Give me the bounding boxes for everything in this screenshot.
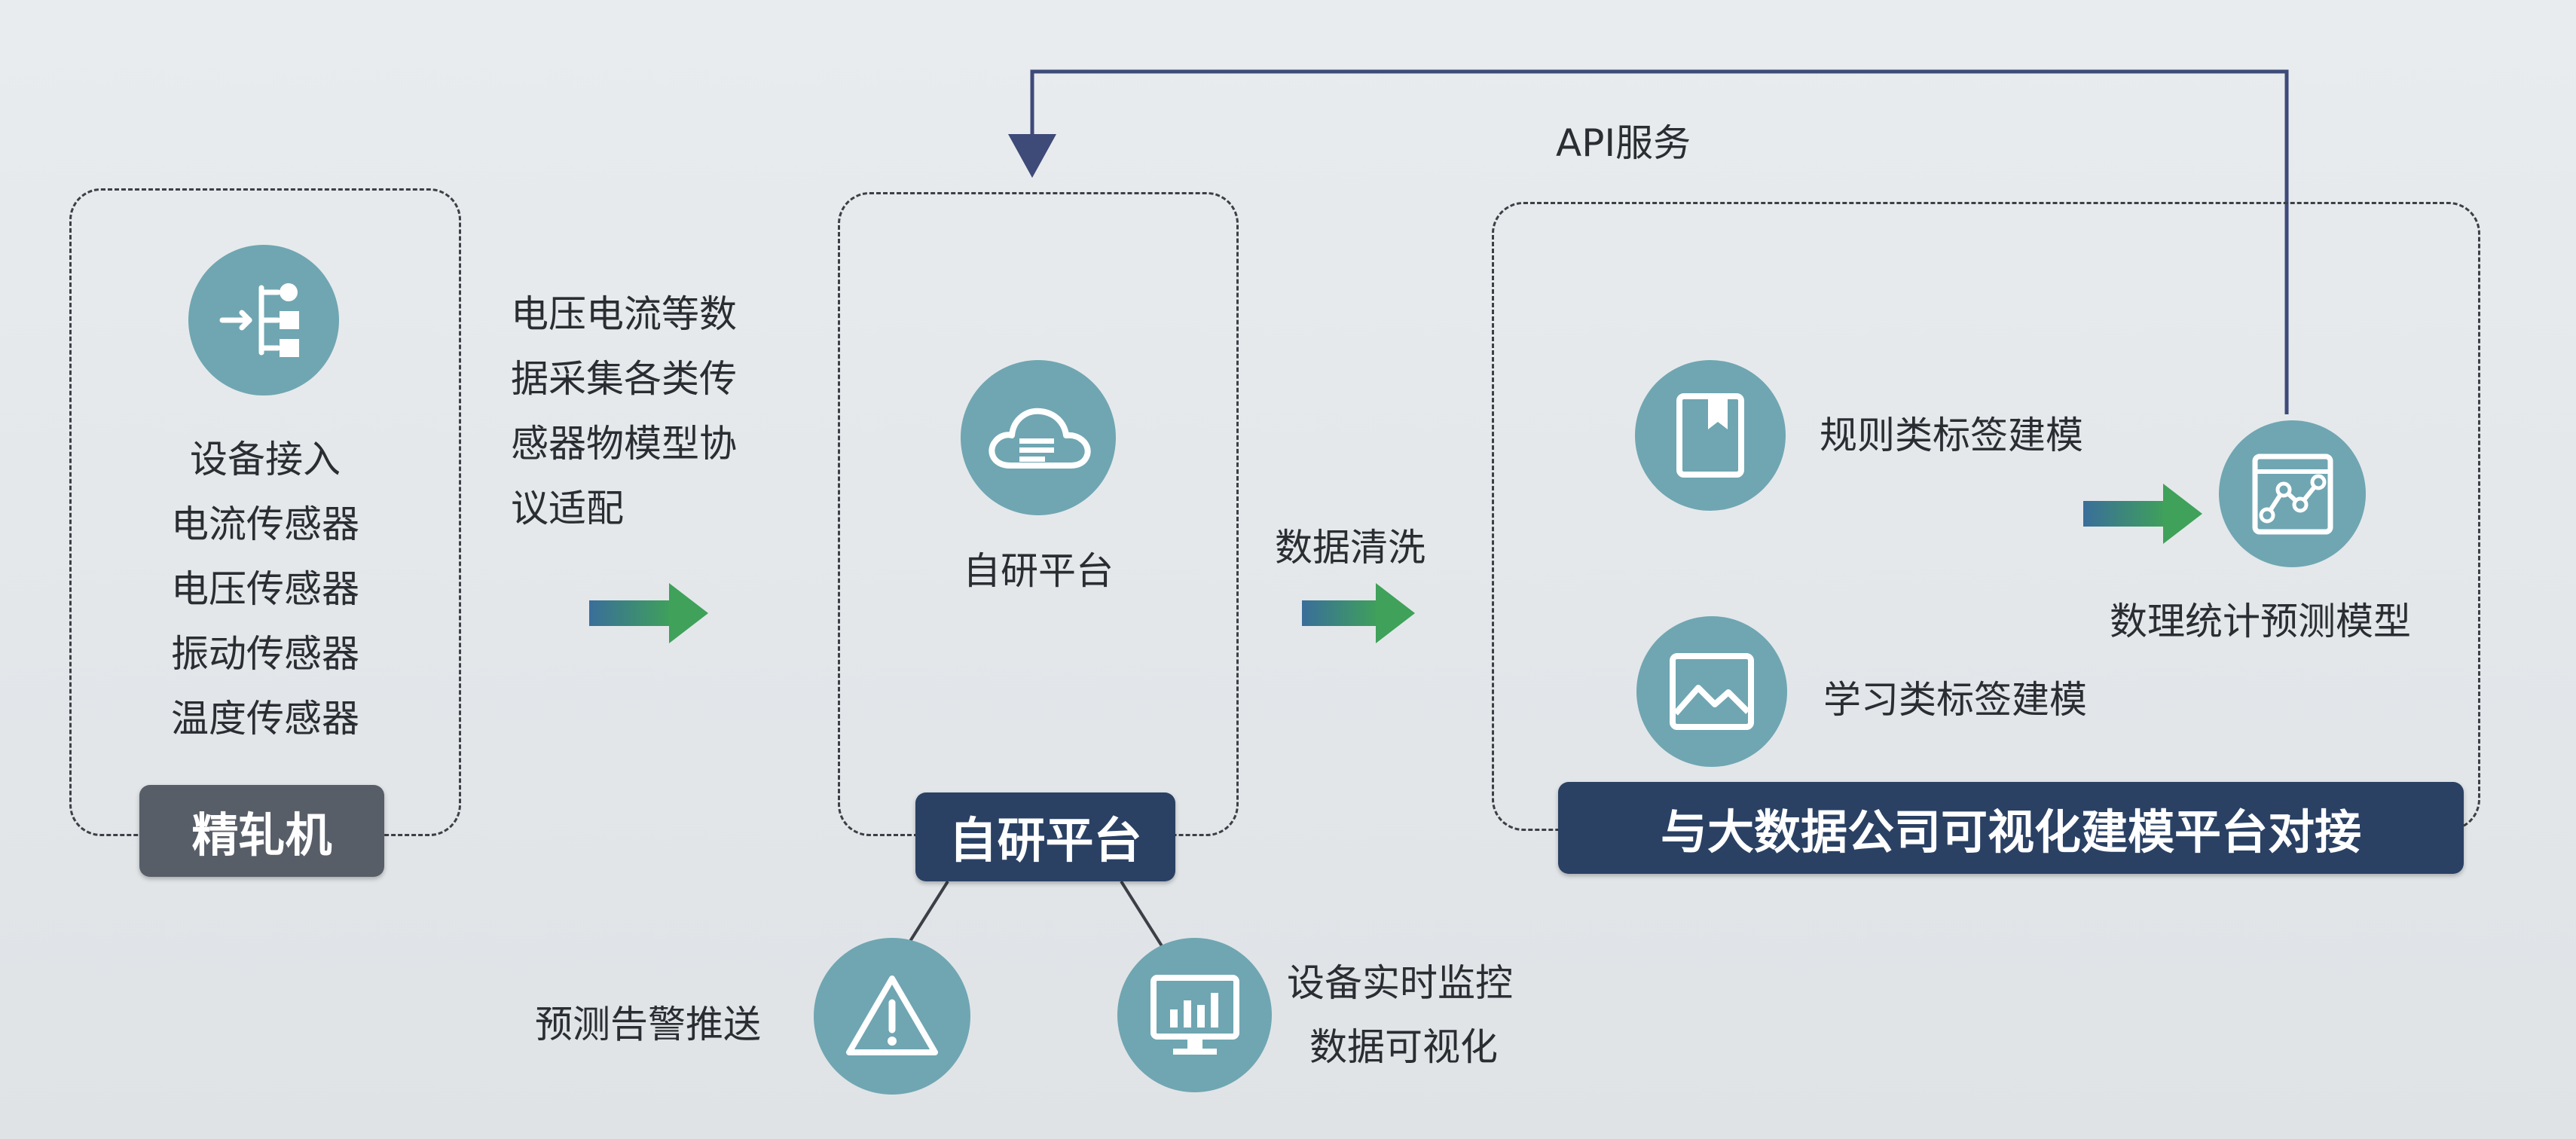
device-access-icon xyxy=(219,283,299,357)
prediction-model-label: 数理统计预测模型 xyxy=(2110,600,2411,643)
learning-modeling-icon-circle xyxy=(1636,616,1787,767)
left-badge-finishing-mill: 精轧机 xyxy=(139,785,384,877)
rule-modeling-icon-circle xyxy=(1635,360,1786,511)
warning-icon xyxy=(846,976,938,1055)
left-item-device-access: 设备接入 xyxy=(190,438,341,481)
collection-description: 电压电流等数 据采集各类传 感器物模型协 议适配 xyxy=(511,292,737,530)
monitor-icon xyxy=(1150,974,1239,1055)
flow-arrow-clean xyxy=(1302,583,1415,643)
monitor-icon-circle xyxy=(1117,938,1272,1092)
rule-modeling-label: 规则类标签建模 xyxy=(1820,414,2083,457)
alert-push-label: 预测告警推送 xyxy=(535,1003,761,1046)
prediction-model-icon-circle xyxy=(2219,420,2366,567)
model-chart-icon xyxy=(2252,453,2333,534)
data-cleaning-label: 数据清洗 xyxy=(1275,526,1426,570)
connector-alert xyxy=(903,880,949,952)
middle-badge-platform: 自研平台 xyxy=(915,792,1175,881)
image-icon xyxy=(1670,653,1754,730)
flow-arrow-model xyxy=(2083,484,2202,544)
left-item-temperature-sensor: 温度传感器 xyxy=(171,697,359,741)
monitor-label-line1: 设备实时监控 xyxy=(1287,961,1513,1005)
left-item-vibration-sensor: 振动传感器 xyxy=(171,632,359,676)
monitor-label-line2: 数据可视化 xyxy=(1309,1025,1498,1069)
connector-monitor xyxy=(1120,880,1166,952)
left-item-current-sensor: 电流传感器 xyxy=(171,502,359,546)
api-feedback-line xyxy=(1030,69,2289,414)
book-icon xyxy=(1676,393,1744,478)
flow-arrow-collect xyxy=(589,583,708,643)
api-feedback-arrowhead xyxy=(1008,134,1056,178)
cloud-icon-circle xyxy=(961,360,1116,515)
api-service-label: API服务 xyxy=(1556,121,1691,165)
device-access-icon-circle xyxy=(188,245,339,395)
middle-platform-label: 自研平台 xyxy=(963,549,1114,593)
alert-icon-circle xyxy=(814,938,970,1095)
learning-modeling-label: 学习类标签建模 xyxy=(1823,678,2087,722)
left-item-voltage-sensor: 电压传感器 xyxy=(171,567,359,611)
right-badge-bigdata-docking: 与大数据公司可视化建模平台对接 xyxy=(1558,782,2464,874)
cloud-icon xyxy=(989,408,1091,469)
